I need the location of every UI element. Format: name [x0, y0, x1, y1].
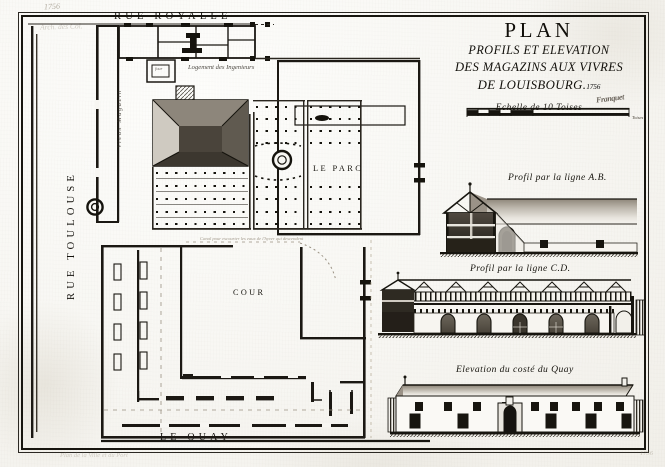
archival-note-top: 1756: [43, 1, 61, 12]
title-line2: PROFILS ET ELEVATION: [468, 43, 610, 57]
title-line4: DE LOUISBOURG.: [477, 77, 587, 92]
archival-note-bottom-left: Plan de la Ville et du Port: [60, 452, 128, 459]
section-label-cd: Profil par la ligne C.D.: [470, 263, 571, 274]
quay-label: LE QUAY: [160, 432, 233, 443]
annotation-logement-ingenieurs: Logement des Ingenieurs: [188, 64, 255, 71]
sheet-border-outer: [18, 12, 649, 453]
annotation-canal: Canal pour escourter les eaux de l'hyver…: [200, 236, 304, 241]
label-le-parc: LE PARC: [313, 164, 364, 173]
title-main: PLAN: [504, 18, 574, 42]
title-block: PLAN PROFILS ET ELEVATION DES MAGAZINS A…: [432, 20, 646, 113]
sheet-border-inner: [21, 15, 646, 450]
street-label-royalle: RUE ROYALLE: [114, 11, 232, 22]
street-label-toulouse: RUE TOULOUSE: [66, 170, 77, 300]
title-line3: DES MAGAZINS AUX VIVRES: [454, 59, 624, 74]
scale-caption: Echelle de 10 Toises: [495, 102, 583, 113]
section-label-quay-elevation: Elevation du costé du Quay: [456, 364, 574, 375]
title-year: 1756: [586, 82, 601, 91]
annotation-four: four: [155, 66, 163, 71]
annotation-vieux-magazin: Vieux Magazin: [116, 89, 123, 148]
section-label-ab: Profil par la ligne A.B.: [508, 172, 607, 183]
archival-note-top-left: Arch. des Col.: [39, 21, 83, 32]
label-cour: COUR: [233, 288, 266, 297]
archival-note-bottom-right: 1756: [640, 450, 653, 457]
